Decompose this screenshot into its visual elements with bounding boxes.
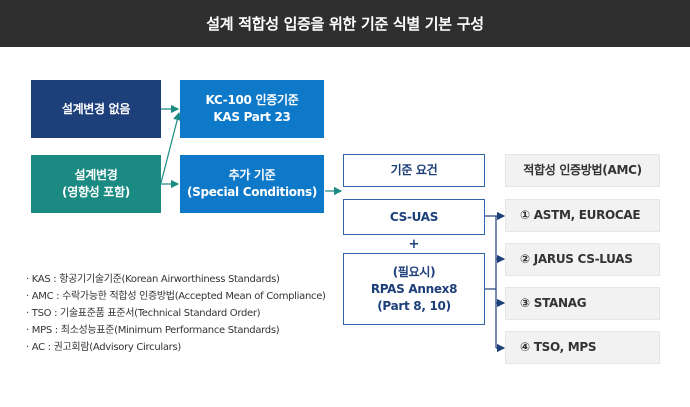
- amc-header: 적합성 인증방법(AMC): [505, 154, 660, 187]
- amc-item-4: ④ TSO, MPS: [505, 331, 660, 364]
- note-ac: · AC : 권고회람(Advisory Circulars): [26, 342, 181, 353]
- amc-item-4-label: ④ TSO, MPS: [520, 340, 597, 354]
- box-requirements: 기준 요건: [343, 154, 485, 187]
- box-special-label-1: 추가 기준: [228, 168, 276, 182]
- box-kc100-label-1: KC-100 인증기준: [205, 93, 299, 107]
- box-requirements-label: 기준 요건: [390, 163, 438, 177]
- box-design-change-label-2: (영향성 포함): [62, 185, 130, 199]
- amc-item-2: ② JARUS CS-LUAS: [505, 243, 660, 276]
- box-rpas-label-1: (필요시): [392, 264, 436, 279]
- page-title: 설계 적합성 입증을 위한 기준 식별 기본 구성: [0, 0, 690, 47]
- arrow-change-to-kc100: [160, 111, 182, 184]
- box-design-change: 설계변경 (영향성 포함): [31, 155, 161, 213]
- plus-sign: +: [408, 237, 420, 252]
- box-special-label-2: (Special Conditions): [186, 185, 318, 199]
- note-mps: · MPS : 최소성능표준(Minimum Performance Stand…: [26, 325, 280, 336]
- amc-item-3-label: ③ STANAG: [520, 296, 587, 310]
- box-no-design-change-label: 설계변경 없음: [61, 101, 131, 116]
- abbreviation-notes: · KAS : 항공기기술기준(Korean Airworthiness Sta…: [26, 271, 326, 356]
- box-cs-uas: CS-UAS: [343, 199, 485, 235]
- note-tso: · TSO : 기술표준품 표준서(Technical Standard Ord…: [26, 308, 261, 319]
- box-rpas-label-3: (Part 8, 10): [377, 298, 451, 313]
- box-no-design-change: 설계변경 없음: [31, 80, 161, 138]
- amc-item-1: ① ASTM, EUROCAE: [505, 199, 660, 232]
- amc-item-3: ③ STANAG: [505, 287, 660, 320]
- box-cs-uas-label: CS-UAS: [389, 209, 439, 224]
- box-rpas-label-2: RPAS Annex8: [370, 281, 458, 296]
- amc-item-2-label: ② JARUS CS-LUAS: [520, 252, 633, 266]
- note-kas: · KAS : 항공기기술기준(Korean Airworthiness Sta…: [26, 274, 280, 285]
- box-kc100-standard: KC-100 인증기준 KAS Part 23: [180, 80, 324, 138]
- box-special-conditions: 추가 기준 (Special Conditions): [180, 155, 324, 213]
- box-design-change-label-1: 설계변경: [74, 168, 118, 182]
- box-kc100-label-2: KAS Part 23: [213, 110, 291, 124]
- box-rpas-annex8: (필요시) RPAS Annex8 (Part 8, 10): [343, 253, 485, 325]
- amc-item-1-label: ① ASTM, EUROCAE: [520, 208, 641, 222]
- note-amc: · AMC : 수락가능한 적합성 인증방법(Accepted Mean of …: [26, 291, 326, 302]
- amc-header-label: 적합성 인증방법(AMC): [523, 163, 642, 177]
